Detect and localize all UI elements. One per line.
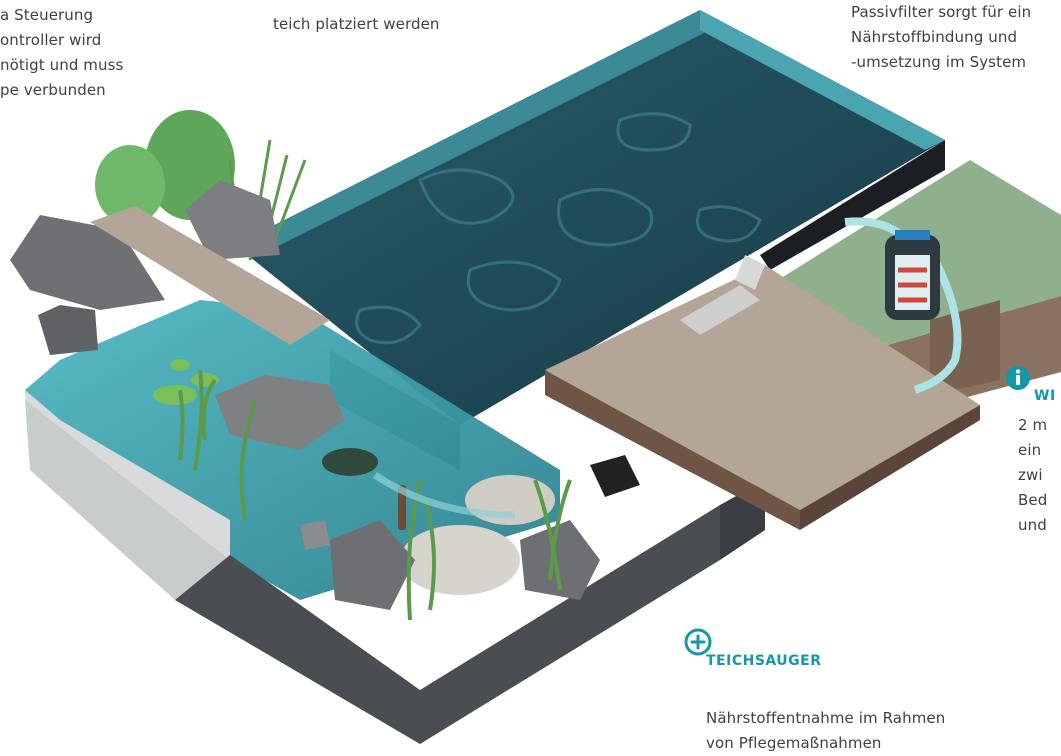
annotation-line: ein [1018,441,1042,459]
regeneration-zone [25,300,765,744]
annotation-teichsauger: Nährstoffentnahme im Rahmen von Pflegema… [706,706,945,756]
annotation-line: Nährstoffentnahme im Rahmen [706,709,946,727]
annotation-line: -umsetzung im System [851,53,1027,71]
teichsauger-heading: TEICHSAUGER [706,653,822,669]
wooden-deck [545,255,980,530]
annotation-steuerung: a Steuerung ontroller wird nötigt und mu… [0,3,123,103]
annotation-wichtig: 2 m ein zwi Bed und [1018,413,1047,538]
annotation-line: teich platziert werden [273,15,440,33]
annotation-passivfilter: Passivfilter sorgt für ein Nährstoffbind… [851,0,1031,75]
annotation-line: a Steuerung [0,6,94,24]
annotation-line: 2 m [1018,416,1048,434]
annotation-line: Bed [1018,491,1048,509]
annotation-line: Passivfilter sorgt für ein [851,3,1032,21]
plants-and-rocks [10,110,307,355]
passive-filter [844,217,962,394]
annotation-line: pe verbunden [0,81,106,99]
annotation-line: ontroller wird [0,31,102,49]
annotation-line: und [1018,516,1047,534]
wooden-bridge [90,206,330,345]
annotation-teich: teich platziert werden [273,12,440,37]
annotation-line: zwi [1018,466,1043,484]
annotation-line: nötigt und muss [0,56,124,74]
annotation-line: Nährstoffbindung und [851,28,1018,46]
info-icon[interactable] [1005,365,1031,391]
wichtig-heading: WI [1034,388,1056,404]
plus-circle-icon[interactable] [683,627,713,657]
